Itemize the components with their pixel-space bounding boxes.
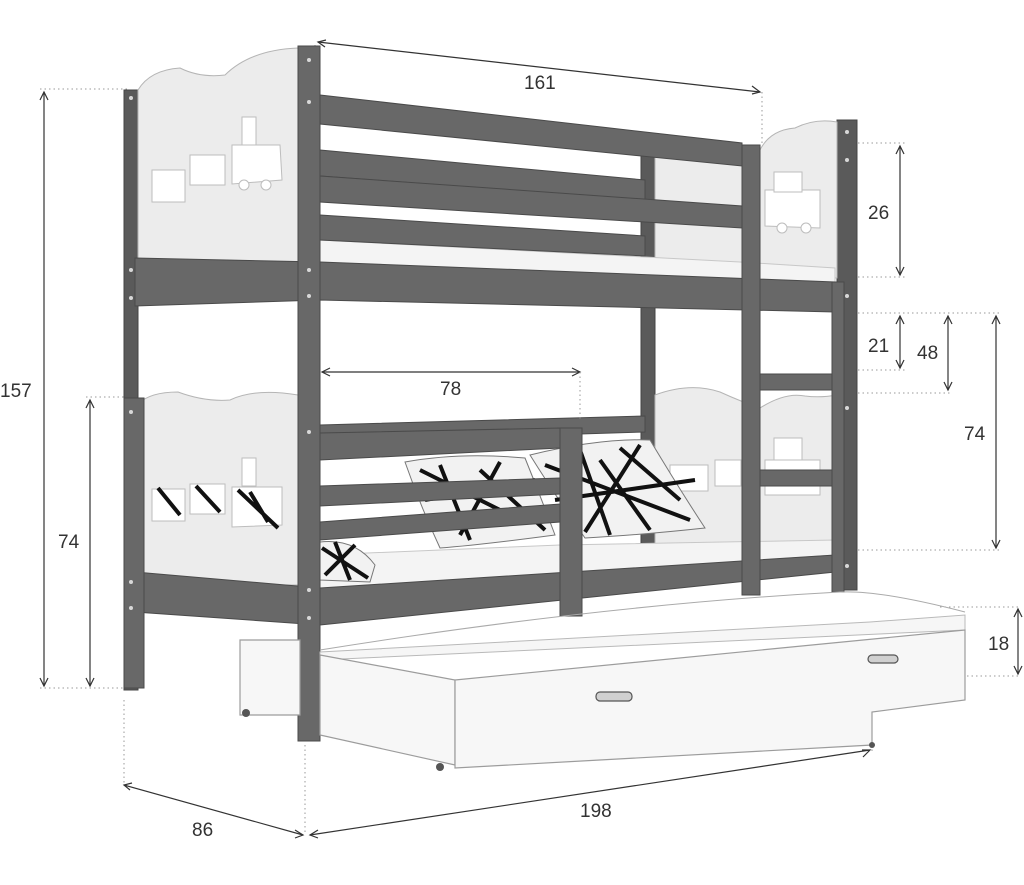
pillow-corner: [319, 540, 376, 583]
drawer-front-panel: [454, 629, 966, 769]
drawer-side-panel: [319, 654, 456, 766]
dimension-labels: 161 157 74 78 26 21 48 74 18 86 198: [0, 73, 1009, 841]
dim-depth: 86: [192, 820, 213, 841]
dim-guard-rail-length: 78: [440, 379, 461, 400]
ladder-rung-1: [759, 373, 833, 391]
drawer-wheel-right: [869, 742, 875, 748]
dimension-lines: [39, 39, 1023, 839]
train-cutout-upper-left: [151, 116, 283, 203]
drawer-handle-side: [867, 654, 899, 664]
dim-rail-gap: 21: [868, 336, 889, 357]
ladder-right-rail: [831, 281, 845, 593]
drawer-handle-front: [595, 691, 633, 702]
train-cutout-lower-left: [151, 457, 283, 528]
dim-total-height: 157: [0, 381, 32, 402]
front-left-post: [297, 45, 321, 742]
bolts: [129, 58, 849, 620]
left-front-leg: [123, 397, 145, 689]
dim-lower-bed-height-right: 74: [964, 424, 986, 445]
drawer-left-side: [239, 639, 301, 716]
guide-lines: [40, 45, 1020, 835]
dim-drawer-length: 198: [580, 801, 612, 822]
trundle-drawer: [239, 591, 966, 771]
upper-guard-rails: [319, 94, 743, 257]
dim-drawer-height: 18: [988, 634, 1009, 655]
bunk-bed: [123, 45, 966, 771]
train-cutout-upper-right: [764, 171, 821, 234]
ladder-left-rail: [741, 144, 761, 596]
dim-upper-clearance: 48: [917, 343, 938, 364]
pillow-pattern-behind-headboard: [156, 484, 280, 530]
dim-total-length: 161: [524, 73, 556, 94]
drawer-wheel-left: [242, 709, 250, 717]
ladder-rung-2: [759, 469, 833, 487]
lower-guard-rails: [319, 415, 646, 617]
pillow-left: [404, 455, 556, 549]
dim-headboard-top: 26: [868, 203, 889, 224]
drawer-wheel-front: [436, 763, 444, 771]
dim-lower-bed-height-left: 74: [58, 532, 80, 553]
